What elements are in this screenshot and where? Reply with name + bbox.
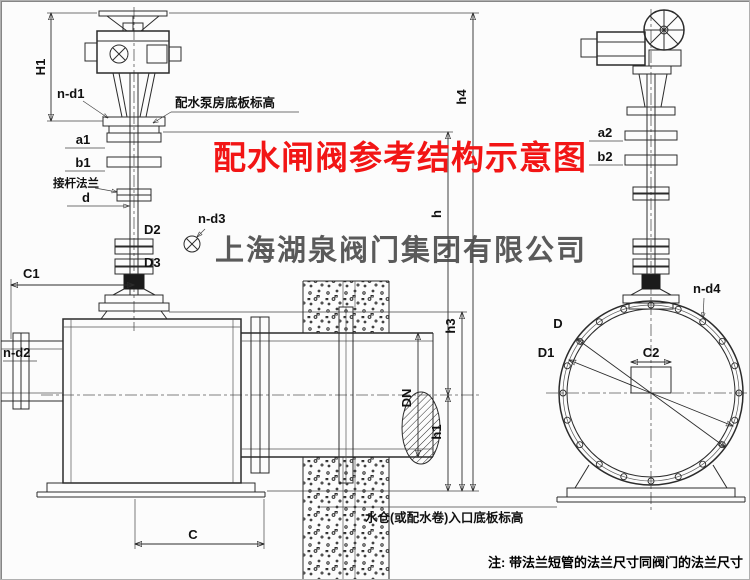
stem-flange-label: 接杆法兰 [53,176,99,190]
pump-house-floor-label: 配水泵房底板标高 [175,95,275,110]
yoke-and-stem-side [622,73,680,310]
footnote: 注: 带法兰短管的法兰尺寸同阀门的法兰尺寸 [488,555,743,570]
pump-house-floor-annotation: 配水泵房底板标高 [153,95,299,123]
drawing-title: 配水闸阀参考结构示意图 [213,139,587,176]
dimension-a2: a2 [589,125,623,142]
dimensions: H1 n-d1 a1 b1 d D2 n-d3 D3 [3,13,733,549]
dim-label-a2: a2 [598,125,612,140]
company-watermark: 上海湖泉阀门集团有限公司 [215,233,587,267]
dimension-C2: C2 [631,345,671,362]
dim-label-D3: D3 [144,255,161,270]
dim-label-n-d1: n-d1 [57,86,84,101]
dim-label-H1: H1 [33,59,48,76]
sump-inlet-floor-label: 水仓(或配水卷)入口底板标高 [365,510,523,525]
dimension-D2: D2 [144,222,161,237]
dimension-n-d4: n-d4 [693,281,721,318]
dimension-n-d1: n-d1 [57,86,108,118]
dim-label-n-d2: n-d2 [3,345,30,360]
dimension-C: C [135,499,264,549]
dimension-D3: D3 [144,255,161,270]
bolt-symbol [183,235,201,253]
dim-label-n-d4: n-d4 [693,281,721,296]
dim-label-D1: D1 [538,345,555,360]
stem-flange-annotation: 接杆法兰 [53,176,117,192]
yoke-and-stem [98,72,170,320]
dimension-h1: h1 [429,395,448,491]
dim-label-D: D [553,316,562,331]
dim-label-C: C [188,527,198,542]
dim-label-D2: D2 [144,222,161,237]
dim-label-C2: C2 [643,345,660,360]
dim-label-a1: a1 [76,132,90,147]
dim-label-h1: h1 [429,424,444,439]
dimension-DN: DN [399,333,418,457]
dimension-n-d2: n-d2 [3,345,37,362]
dimension-b1: b1 [65,155,105,172]
dimension-h3: h3 [169,312,467,491]
dimension-h: h [163,132,453,395]
dim-label-d: d [82,190,90,205]
dim-label-b2: b2 [597,149,612,164]
electric-actuator-front [84,10,182,74]
dim-label-n-d3: n-d3 [198,211,225,226]
dim-label-h: h [429,210,444,218]
dim-label-h4: h4 [454,89,469,105]
dim-label-DN: DN [399,389,414,408]
sump-inlet-floor-annotation: 水仓(或配水卷)入口底板标高 [321,506,557,525]
dim-label-C1: C1 [23,266,40,281]
electric-actuator-side [580,9,685,75]
dimension-d: d [67,190,129,206]
dimension-b2: b2 [589,149,623,166]
dim-label-h3: h3 [443,318,458,333]
dimension-n-d3: n-d3 [197,211,225,237]
dimension-D1: D1 [538,345,733,426]
text-annotations: 配水泵房底板标高 接杆法兰 水仓(或配水卷)入口底板标高 [53,95,557,525]
dimension-a1: a1 [65,132,105,149]
front-view [1,10,441,498]
dim-label-b1: b1 [75,155,90,170]
dimension-h4: h4 [169,13,479,491]
dimension-C1: C1 [11,266,134,339]
dimension-H1: H1 [33,13,103,121]
